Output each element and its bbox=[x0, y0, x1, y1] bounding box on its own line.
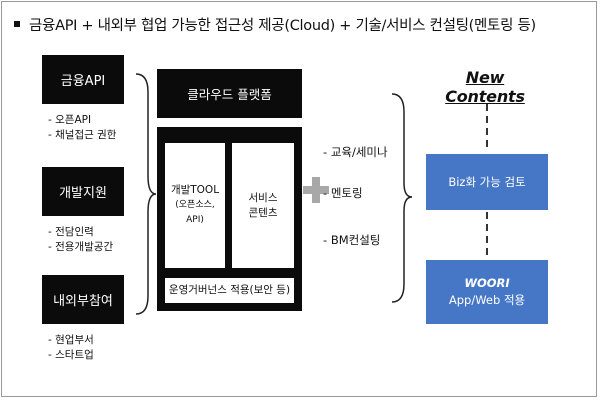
service-contents-line2: 콘텐츠 bbox=[248, 206, 278, 219]
participation-items: 현업부서 스타트업 bbox=[48, 333, 94, 363]
middle-item-education: 교육/세미나 bbox=[323, 144, 388, 160]
middle-item-bm-consulting: BM컨설팅 bbox=[323, 232, 381, 248]
finance-api-block: 금융API bbox=[42, 55, 124, 104]
service-contents-box: 서비스 콘텐츠 bbox=[231, 142, 295, 269]
app-web-apply-label: App/Web 적용 bbox=[448, 293, 526, 307]
biz-review-block: Biz화 가능 검토 bbox=[426, 154, 548, 210]
list-item: 오픈API bbox=[48, 113, 116, 128]
cloud-platform-title-block: 클라우드 플랫폼 bbox=[157, 69, 302, 118]
list-item: 전담인력 bbox=[48, 225, 113, 240]
left-brace-icon bbox=[135, 73, 157, 315]
participation-block: 내외부참여 bbox=[42, 275, 124, 324]
diagram-header: 금융API + 내외부 협업 가능한 접근성 제공(Cloud) + 기술/서비… bbox=[14, 14, 536, 35]
right-brace-icon bbox=[391, 93, 413, 303]
dev-support-block: 개발지원 bbox=[42, 167, 124, 216]
dev-support-items: 전담인력 전용개발공간 bbox=[48, 225, 113, 255]
list-item: 현업부서 bbox=[48, 333, 94, 348]
dev-tool-title: 개발TOOL bbox=[170, 184, 220, 196]
governance-box: 운영거버넌스 적용(보안 등) bbox=[164, 277, 295, 304]
cloud-platform-container: 개발TOOL (오픈소스, API) 서비스 콘텐츠 운영거버넌스 적용(보안 … bbox=[157, 127, 302, 311]
finance-api-label: 금융API bbox=[60, 74, 106, 89]
woori-apply-block: WOORI App/Web 적용 bbox=[426, 260, 548, 324]
finance-api-items: 오픈API 채널접근 권한 bbox=[48, 113, 116, 143]
woori-label: WOORI bbox=[464, 276, 510, 290]
cloud-platform-title: 클라우드 플랫폼 bbox=[187, 87, 272, 102]
bullet-icon bbox=[14, 21, 20, 27]
list-item: 스타트업 bbox=[48, 348, 94, 363]
list-item: 채널접근 권한 bbox=[48, 128, 116, 143]
participation-label: 내외부참여 bbox=[53, 294, 113, 309]
dev-support-label: 개발지원 bbox=[59, 186, 107, 201]
governance-label: 운영거버넌스 적용(보안 등) bbox=[168, 284, 291, 296]
new-contents-title: New Contents bbox=[445, 68, 525, 106]
dev-tool-note: (오픈소스, API) bbox=[175, 200, 215, 225]
header-text: 금융API + 내외부 협업 가능한 접근성 제공(Cloud) + 기술/서비… bbox=[29, 18, 536, 34]
plus-icon bbox=[303, 177, 329, 203]
biz-review-label: Biz화 가능 검토 bbox=[448, 174, 526, 189]
service-contents-line1: 서비스 bbox=[248, 191, 278, 204]
dev-tool-box: 개발TOOL (오픈소스, API) bbox=[164, 142, 226, 269]
list-item: 전용개발공간 bbox=[48, 240, 113, 255]
middle-item-mentoring: 멘토링 bbox=[323, 185, 363, 201]
